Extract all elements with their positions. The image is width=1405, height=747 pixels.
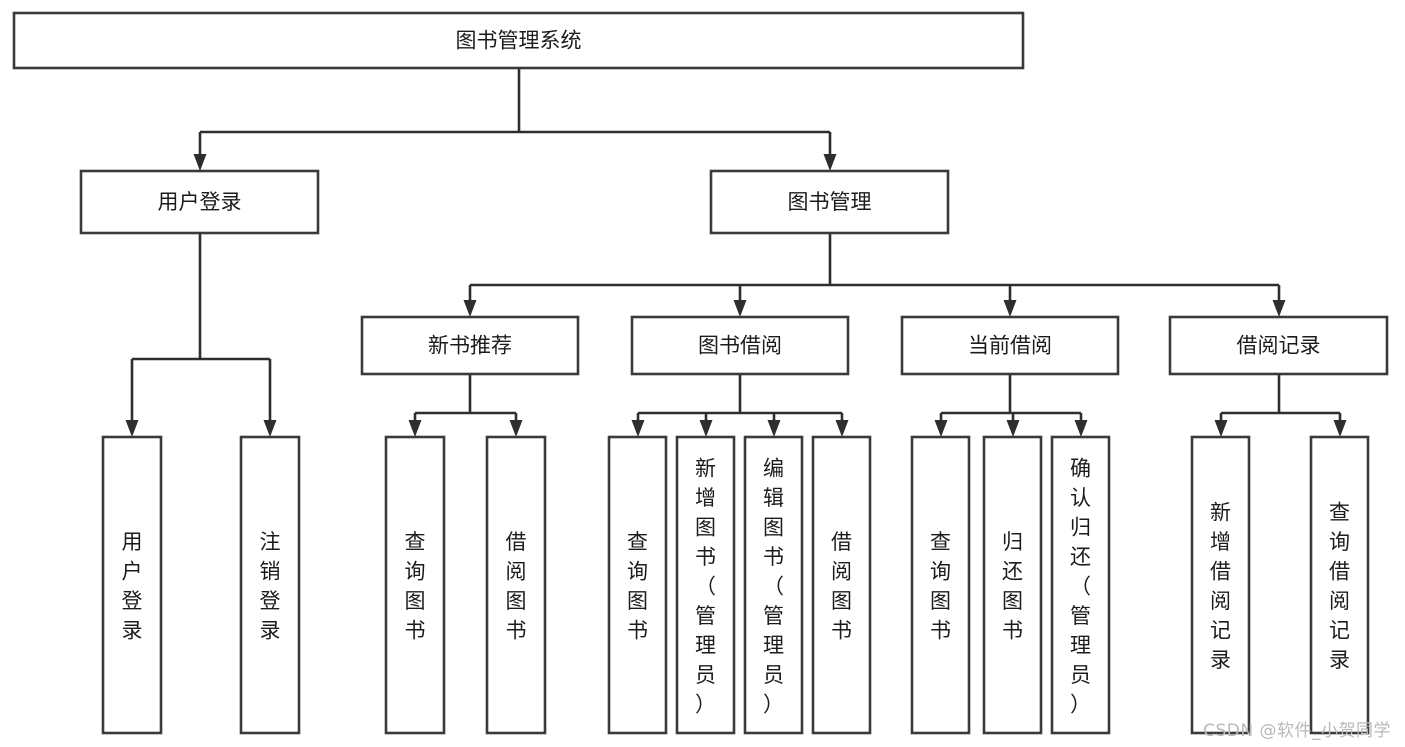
- node-label-leaf-cur-query: 查询图书: [930, 530, 951, 643]
- node-leaf-cur-return[interactable]: 归还图书: [982, 435, 1043, 735]
- node-box-leaf-borrow-lend: [811, 435, 872, 735]
- node-box-book-manage: [709, 169, 950, 235]
- connector-group-new-book-rec: [408, 374, 523, 437]
- node-leaf-cur-query[interactable]: 查询图书: [910, 435, 971, 735]
- node-box-leaf-rec-query: [384, 435, 446, 735]
- node-label-current-borrow: 当前借阅: [968, 334, 1052, 358]
- arrow-head-new-book-rec: [463, 300, 477, 317]
- nodes-layer: 图书管理系统用户登录图书管理新书推荐图书借阅当前借阅借阅记录用户登录注销登录查询…: [12, 11, 1389, 735]
- node-label-book-borrow: 图书借阅: [698, 334, 782, 358]
- node-current-borrow[interactable]: 当前借阅: [900, 315, 1120, 376]
- arrow-head-user-login: [193, 154, 207, 171]
- node-leaf-borrow-lend[interactable]: 借阅图书: [811, 435, 872, 735]
- arrow-head-book-borrow: [733, 300, 747, 317]
- arrow-head-leaf-cur-confirm: [1074, 420, 1088, 437]
- arrow-head-current-borrow: [1003, 300, 1017, 317]
- node-box-root: [12, 11, 1025, 70]
- watermark-text: CSDN @软件_小贺同学: [1203, 721, 1391, 741]
- arrow-head-leaf-borrow-edit: [767, 420, 781, 437]
- node-leaf-borrow-edit[interactable]: 编辑图书（管理员）: [743, 435, 804, 735]
- arrow-head-leaf-rec-query: [408, 420, 422, 437]
- node-box-leaf-borrow-query: [607, 435, 668, 735]
- node-user-login[interactable]: 用户登录: [79, 169, 320, 235]
- node-box-borrow-record: [1168, 315, 1389, 376]
- node-label-root: 图书管理系统: [456, 29, 582, 53]
- node-label-leaf-rec-borrow: 借阅图书: [506, 530, 527, 643]
- node-label-leaf-user-logout: 注销登录: [260, 530, 281, 643]
- arrow-head-leaf-rec-query2: [1333, 420, 1347, 437]
- node-label-book-manage: 图书管理: [788, 190, 872, 214]
- node-box-new-book-rec: [360, 315, 580, 376]
- node-leaf-borrow-add[interactable]: 新增图书（管理员）: [675, 435, 736, 735]
- node-leaf-user-logout[interactable]: 注销登录: [239, 435, 301, 735]
- node-box-book-borrow: [630, 315, 850, 376]
- connector-group-user-login: [125, 233, 277, 437]
- node-box-leaf-borrow-add: [675, 435, 736, 735]
- node-book-manage[interactable]: 图书管理: [709, 169, 950, 235]
- arrow-head-leaf-borrow-query: [631, 420, 645, 437]
- node-box-leaf-cur-query: [910, 435, 971, 735]
- node-box-leaf-rec-add: [1190, 435, 1251, 735]
- node-leaf-rec-query[interactable]: 查询图书: [384, 435, 446, 735]
- node-label-new-book-rec: 新书推荐: [428, 334, 512, 358]
- node-box-leaf-cur-return: [982, 435, 1043, 735]
- arrow-head-leaf-rec-borrow: [509, 420, 523, 437]
- node-label-leaf-cur-return: 归还图书: [1002, 530, 1023, 643]
- node-label-leaf-rec-query: 查询图书: [405, 530, 426, 643]
- node-box-current-borrow: [900, 315, 1120, 376]
- connector-group-book-manage: [463, 233, 1286, 317]
- node-leaf-rec-borrow[interactable]: 借阅图书: [485, 435, 547, 735]
- arrow-head-leaf-cur-query: [934, 420, 948, 437]
- node-box-leaf-rec-query2: [1309, 435, 1370, 735]
- node-leaf-rec-add[interactable]: 新增借阅记录: [1190, 435, 1251, 735]
- node-root[interactable]: 图书管理系统: [12, 11, 1025, 70]
- node-label-borrow-record: 借阅记录: [1237, 334, 1321, 358]
- node-leaf-rec-query2[interactable]: 查询借阅记录: [1309, 435, 1370, 735]
- node-label-leaf-borrow-query: 查询图书: [627, 530, 648, 643]
- node-leaf-user-login[interactable]: 用户登录: [101, 435, 163, 735]
- node-box-user-login: [79, 169, 320, 235]
- arrow-head-leaf-user-logout: [263, 420, 277, 437]
- node-label-user-login: 用户登录: [158, 190, 242, 214]
- arrow-head-leaf-borrow-add: [699, 420, 713, 437]
- node-book-borrow[interactable]: 图书借阅: [630, 315, 850, 376]
- arrow-head-borrow-record: [1272, 300, 1286, 317]
- node-borrow-record[interactable]: 借阅记录: [1168, 315, 1389, 376]
- node-label-leaf-rec-add: 新增借阅记录: [1210, 501, 1231, 673]
- node-label-leaf-cur-confirm: 确认归还（管理员）: [1070, 456, 1091, 716]
- node-box-leaf-rec-borrow: [485, 435, 547, 735]
- node-leaf-borrow-query[interactable]: 查询图书: [607, 435, 668, 735]
- node-new-book-rec[interactable]: 新书推荐: [360, 315, 580, 376]
- connector-group-root: [193, 68, 837, 171]
- node-label-leaf-rec-query2: 查询借阅记录: [1329, 501, 1350, 673]
- node-label-leaf-user-login: 用户登录: [122, 530, 143, 643]
- arrow-head-leaf-rec-add: [1214, 420, 1228, 437]
- node-leaf-cur-confirm[interactable]: 确认归还（管理员）: [1050, 435, 1111, 735]
- node-box-leaf-borrow-edit: [743, 435, 804, 735]
- node-box-leaf-cur-confirm: [1050, 435, 1111, 735]
- arrow-head-leaf-user-login: [125, 420, 139, 437]
- connector-group-borrow-record: [1214, 374, 1347, 437]
- arrow-head-leaf-borrow-lend: [835, 420, 849, 437]
- arrow-head-leaf-cur-return: [1006, 420, 1020, 437]
- arrow-head-book-manage: [823, 154, 837, 171]
- connectors-layer: [125, 68, 1347, 437]
- node-box-leaf-user-logout: [239, 435, 301, 735]
- connector-group-current-borrow: [934, 374, 1088, 437]
- node-label-leaf-borrow-edit: 编辑图书（管理员）: [763, 456, 784, 716]
- connector-group-book-borrow: [631, 374, 849, 437]
- node-label-leaf-borrow-lend: 借阅图书: [831, 530, 852, 643]
- node-label-leaf-borrow-add: 新增图书（管理员）: [695, 456, 716, 716]
- node-box-leaf-user-login: [101, 435, 163, 735]
